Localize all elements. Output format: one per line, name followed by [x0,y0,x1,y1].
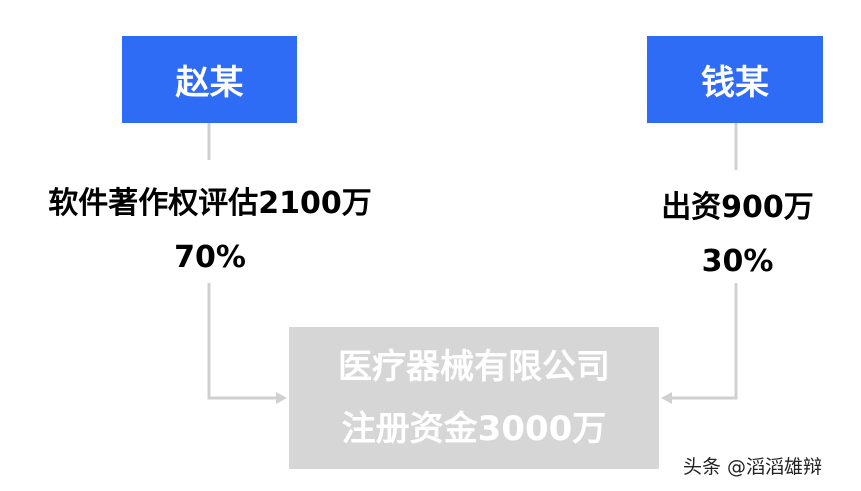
qian-contribution-label: 出资900万 [661,190,814,225]
shareholder-qian-name: 钱某 [701,63,769,103]
zhao-arrow-connector [207,283,278,400]
zhao-arrow-head [276,392,287,404]
company-box: 医疗器械有限公司 注册资金3000万 [289,327,659,469]
qian-share-label: 30% [701,244,774,279]
watermark-text: 头条 @滔滔雄辩 [683,456,823,478]
qian-arrow-connector [670,283,738,400]
shareholder-zhao-box: 赵某 [122,36,297,123]
shareholder-zhao-name: 赵某 [175,63,244,103]
zhao-share-label: 70% [174,240,246,275]
shareholder-qian-box: 钱某 [647,36,823,123]
company-capital: 注册资金3000万 [341,409,607,449]
qian-arrow-head [661,392,672,404]
zhao-contribution-label: 软件著作权评估2100万 [48,186,372,221]
company-name: 医疗器械有限公司 [338,347,610,387]
